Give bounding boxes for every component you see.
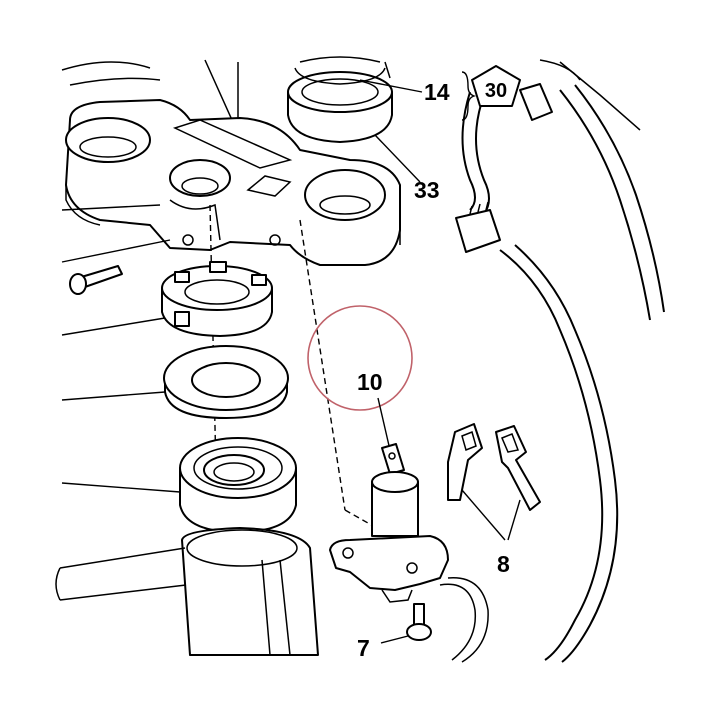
callout-8: 8	[497, 551, 510, 577]
highlight-circle	[307, 305, 413, 411]
callout-14: 14	[424, 79, 450, 105]
callout-7: 7	[357, 635, 370, 661]
wiring-harness	[439, 59, 665, 663]
group-bracket	[461, 71, 477, 121]
leader-left-1	[61, 204, 161, 211]
steering-stem	[55, 527, 319, 656]
screw-7	[380, 603, 432, 644]
callout-pentagon-30	[471, 65, 521, 107]
steering-bearing	[179, 437, 297, 533]
hex-bolt	[69, 265, 123, 295]
callout-10: 10	[357, 369, 383, 395]
cap-14	[294, 56, 386, 85]
callout-33: 33	[414, 177, 440, 203]
leader-33	[374, 134, 421, 183]
seal-ring-33	[287, 71, 393, 143]
thrust-washer	[163, 345, 289, 419]
leader-left-2	[61, 239, 171, 263]
background-part-top-left	[61, 59, 391, 161]
lock-axis	[299, 219, 346, 511]
keys-8	[447, 423, 541, 541]
leader-14	[359, 79, 423, 93]
upper-triple-clamp	[65, 99, 401, 266]
leader-left-3	[61, 317, 166, 336]
leader-left-4	[61, 391, 166, 401]
castellated-nut	[161, 261, 273, 337]
steering-lock-10	[329, 397, 449, 603]
callout-30: 30	[485, 80, 507, 102]
leader-left-5	[61, 482, 181, 493]
